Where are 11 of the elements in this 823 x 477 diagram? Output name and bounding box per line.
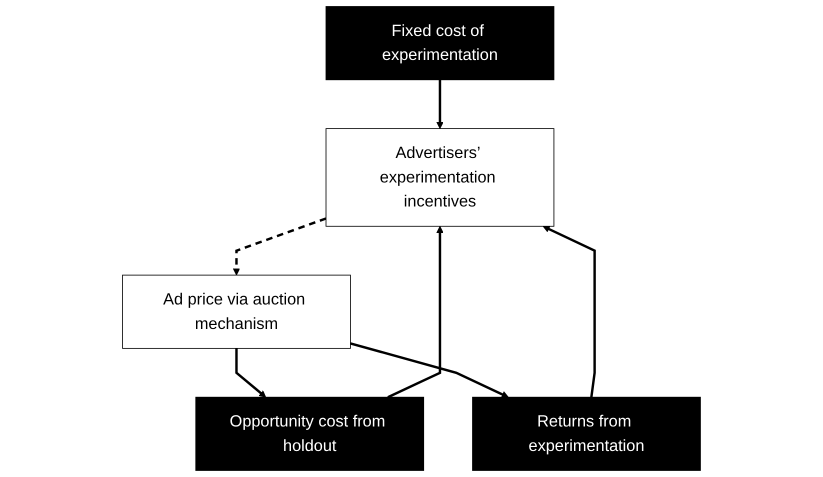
arrow: [387, 226, 444, 398]
arrow: [350, 342, 509, 398]
arrow: [232, 217, 326, 276]
node-box: Ad price via auction mechanism: [122, 274, 351, 349]
arrow: [235, 348, 266, 398]
node-box: Returns from experimentation: [472, 396, 701, 471]
arrow: [436, 80, 444, 129]
node-box: Opportunity cost from holdout: [195, 396, 424, 471]
node-box: Fixed cost of experimentation: [326, 6, 554, 80]
node-box: Advertisers’ experimentation incentives: [326, 128, 554, 227]
arrow: [542, 226, 596, 398]
